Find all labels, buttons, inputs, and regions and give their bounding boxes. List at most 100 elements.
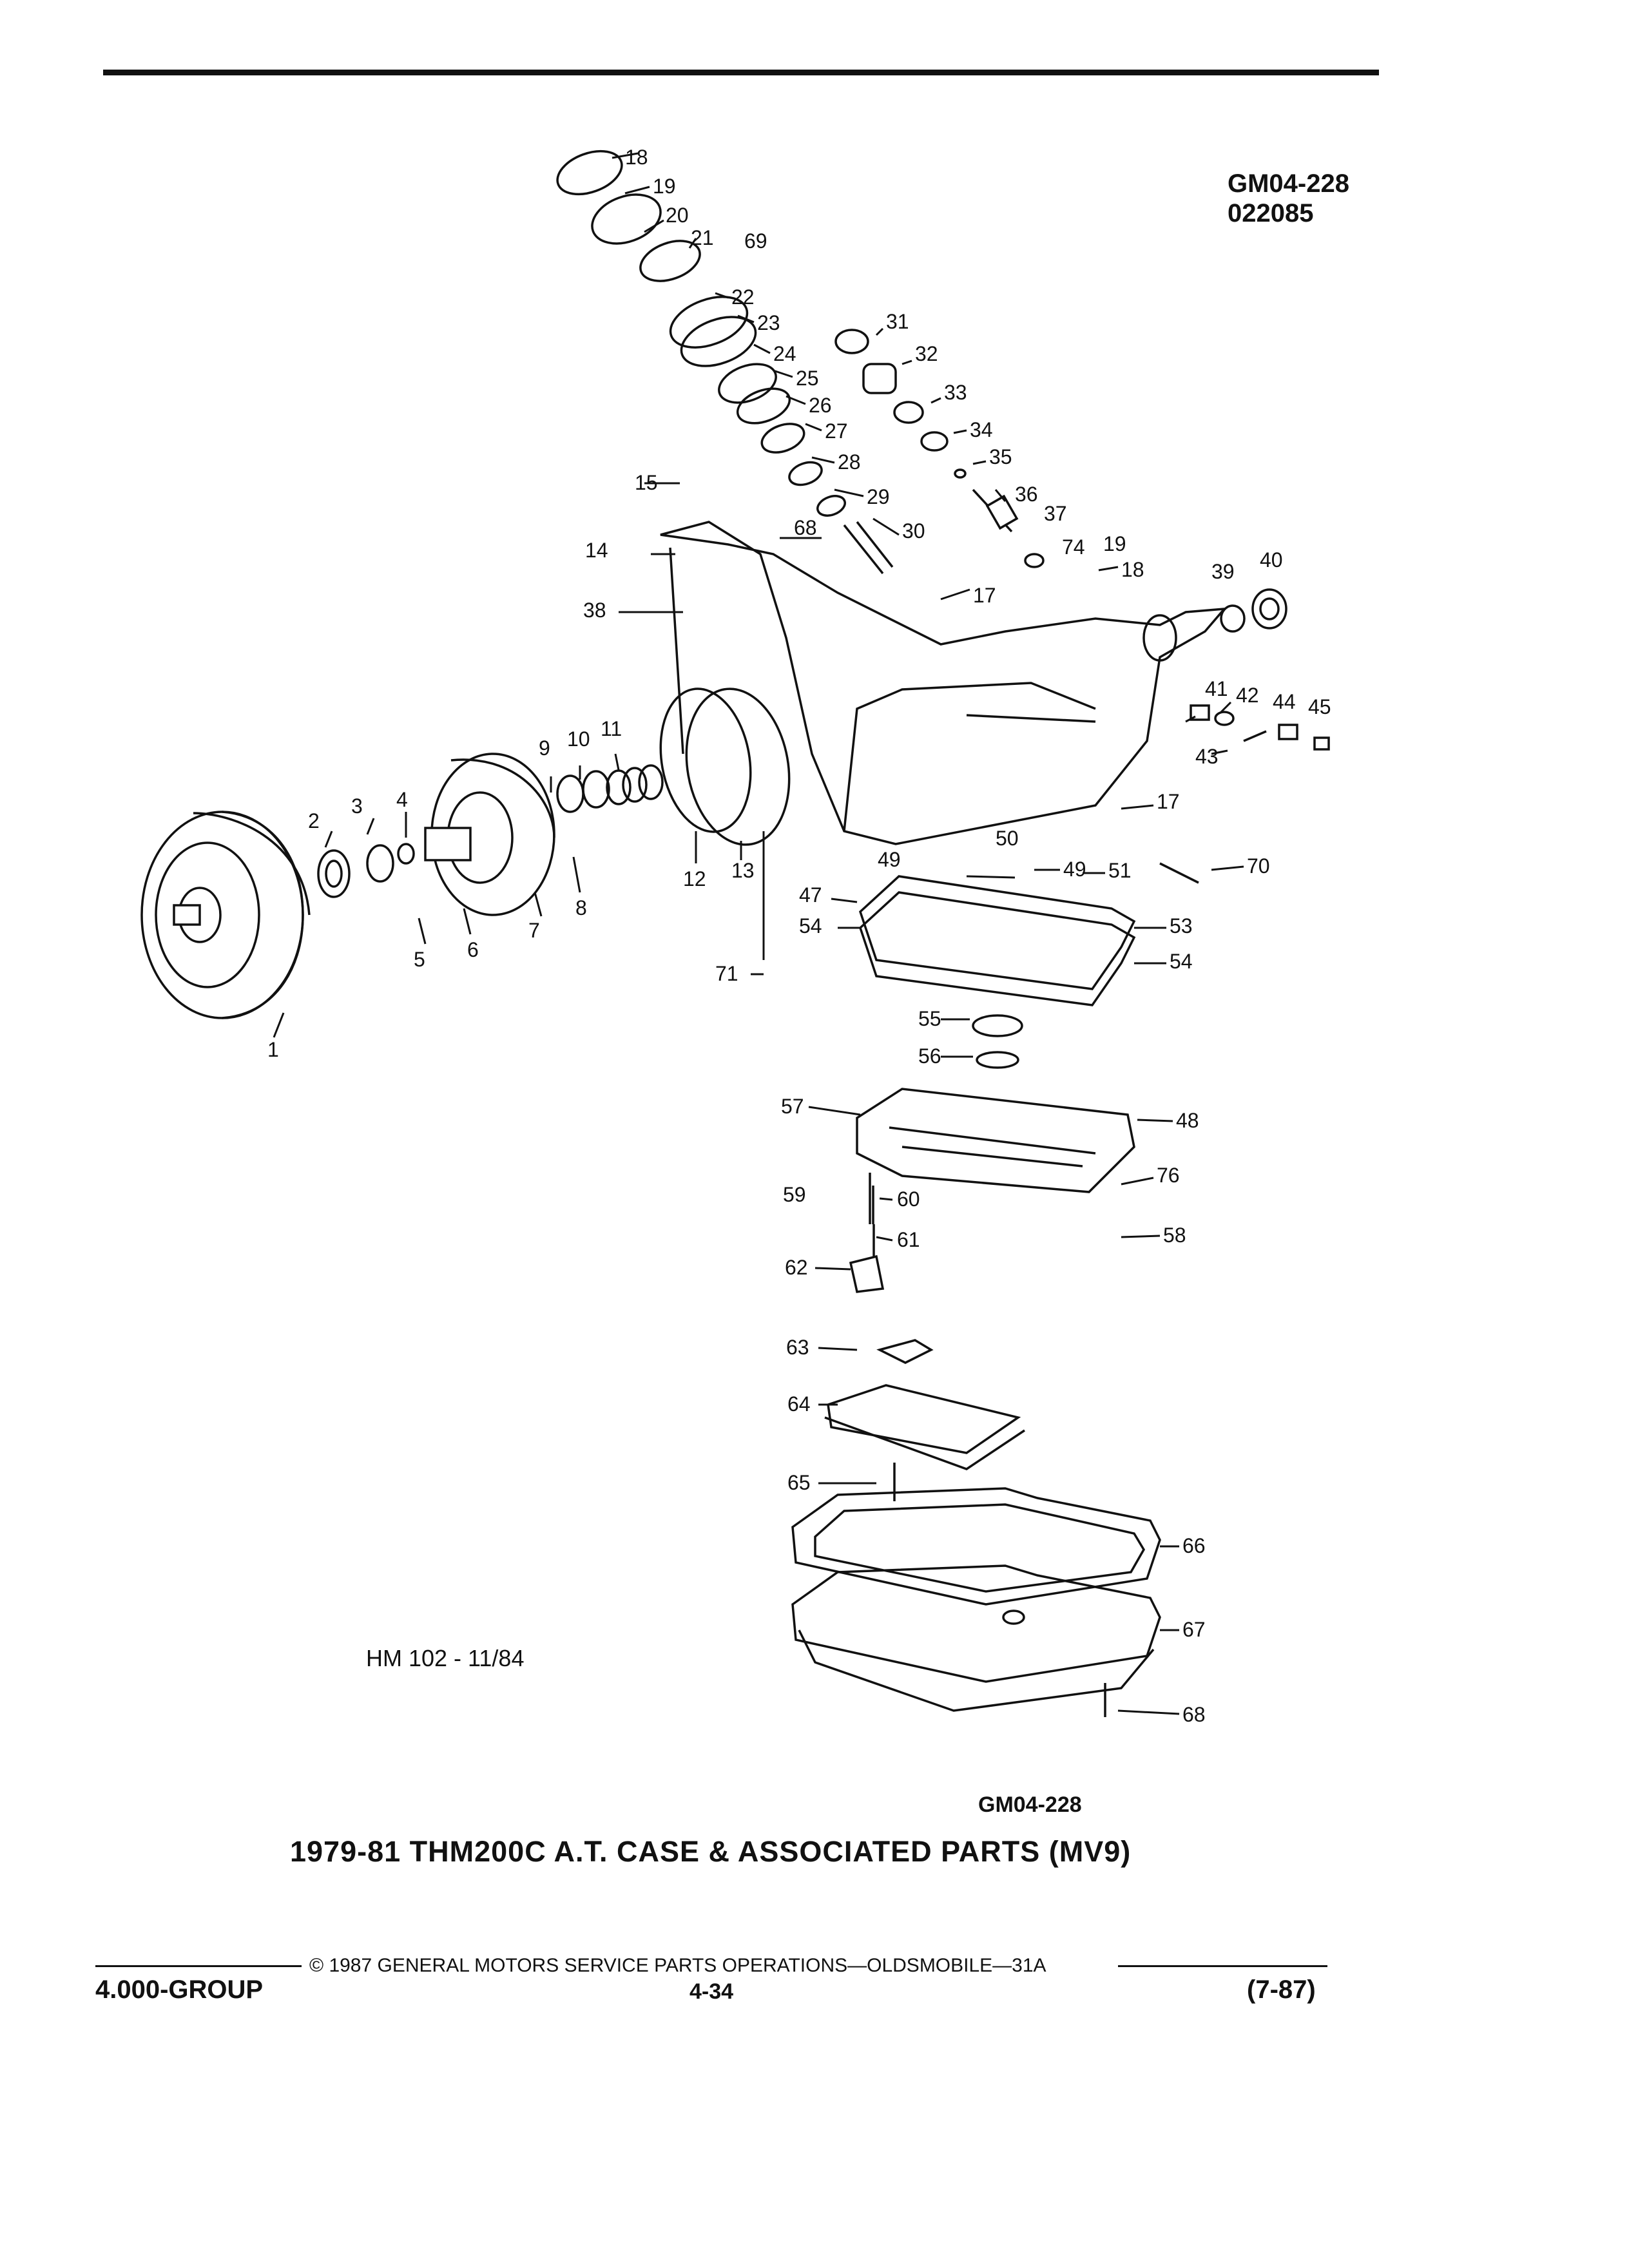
valve-body-small-parts — [849, 1173, 885, 1293]
callout-label: 54 — [799, 914, 822, 937]
callout-label: 65 — [787, 1471, 811, 1494]
callout-label: 37 — [1044, 502, 1067, 525]
callout-label: 59 — [783, 1183, 806, 1206]
callout-label: 21 — [691, 226, 714, 249]
pan-gasket-part — [791, 1487, 1161, 1606]
transmission-case-part — [660, 521, 1228, 845]
callout-label: 17 — [973, 584, 996, 607]
servo-stack-parts — [556, 149, 894, 575]
callout-label: 69 — [744, 229, 767, 253]
callout-label: 14 — [585, 539, 608, 562]
callout-label: 48 — [1176, 1109, 1199, 1132]
callout-label: 10 — [567, 727, 590, 751]
callout-label: 13 — [731, 859, 755, 882]
callout-label: 32 — [915, 342, 938, 365]
callout-label: 34 — [970, 418, 993, 441]
callout-label: 49 — [1063, 858, 1086, 881]
callout-label: 68 — [1182, 1703, 1206, 1726]
callout-label: 58 — [1163, 1224, 1186, 1247]
group-number: 4.000-GROUP — [95, 1975, 264, 2004]
callout-label: 36 — [1015, 483, 1038, 506]
reference-note: HM 102 - 11/84 — [366, 1645, 525, 1671]
callout-label: 63 — [786, 1336, 809, 1359]
callout-label: 11 — [601, 717, 622, 740]
valve-body-spacer-plates — [858, 875, 1136, 1006]
callout-label: 66 — [1182, 1534, 1206, 1557]
callout-label: 1 — [267, 1038, 279, 1061]
callout-label: 27 — [825, 419, 848, 443]
callout-label: 45 — [1308, 695, 1331, 718]
callout-label: 6 — [467, 938, 479, 961]
callout-label: 49 — [878, 848, 901, 871]
callout-label: 19 — [1103, 532, 1126, 555]
callout-label: 26 — [809, 394, 832, 417]
callout-label: 30 — [902, 519, 925, 543]
callout-label: 41 — [1205, 677, 1228, 700]
figure-date-code: 022085 — [1228, 199, 1314, 227]
callout-label: 8 — [575, 896, 587, 919]
callout-label: 15 — [635, 471, 658, 494]
callout-label: 60 — [897, 1187, 920, 1211]
callout-label: 44 — [1273, 690, 1296, 713]
oil-pump-part — [424, 753, 555, 916]
callout-label: 43 — [1195, 745, 1219, 768]
callout-label: 24 — [773, 342, 796, 365]
copyright-text: © 1987 GENERAL MOTORS SERVICE PARTS OPER… — [309, 1955, 1046, 1976]
filter-seal-parts — [972, 1014, 1023, 1069]
pump-seal-rings — [556, 764, 664, 813]
top-rule — [103, 70, 1379, 75]
callout-label: 18 — [625, 146, 648, 169]
callout-label: 17 — [1157, 790, 1180, 813]
footer-rule-right — [1118, 1965, 1327, 1967]
footer-rule-left — [95, 1965, 302, 1967]
callout-label: 68 — [794, 516, 817, 539]
callout-label: 39 — [1211, 560, 1235, 583]
callout-label: 29 — [867, 485, 890, 508]
callout-label: 51 — [1108, 859, 1132, 882]
callout-label: 23 — [757, 311, 780, 334]
figure-code: GM04-228 — [1228, 169, 1349, 198]
callout-label: 18 — [1121, 558, 1144, 581]
callout-label: 40 — [1260, 548, 1283, 572]
governor-side-parts — [1159, 704, 1330, 884]
torque-converter-part — [140, 811, 311, 1019]
callout-label: 35 — [989, 445, 1012, 468]
callout-label: 57 — [781, 1095, 804, 1118]
callout-label: 25 — [796, 367, 819, 390]
callout-label: 22 — [731, 285, 755, 309]
figure-code-bottom: GM04-228 — [978, 1792, 1082, 1817]
callout-label: 3 — [351, 794, 363, 818]
callout-label: 74 — [1062, 535, 1085, 559]
callout-label: 53 — [1170, 914, 1193, 937]
front-seal-parts — [317, 843, 415, 898]
output-seal-parts — [1220, 588, 1287, 633]
callout-labels: 18 19 20 21 69 22 23 24 25 26 27 28 29 3… — [267, 146, 1331, 1726]
callout-label: 42 — [1236, 684, 1259, 707]
callout-label: 62 — [785, 1256, 808, 1279]
page-number: 4-34 — [689, 1979, 734, 2004]
callout-label: 64 — [787, 1392, 811, 1416]
revision-date: (7-87) — [1247, 1975, 1316, 2004]
callout-label: 50 — [996, 827, 1019, 850]
accumulator-parts — [834, 329, 1045, 568]
callout-label: 71 — [715, 962, 738, 985]
callout-label: 55 — [918, 1007, 941, 1030]
valve-body-part — [856, 1088, 1135, 1193]
callout-label: 61 — [897, 1228, 920, 1251]
callout-label: 4 — [396, 788, 408, 811]
callout-label: 47 — [799, 883, 822, 907]
callout-label: 9 — [539, 736, 550, 760]
filter-parts — [824, 1339, 1025, 1470]
oil-pan-part — [791, 1564, 1161, 1683]
callout-label: 28 — [838, 450, 861, 474]
callout-label: 20 — [666, 204, 689, 227]
callout-label: 31 — [886, 310, 909, 333]
callout-label: 5 — [414, 948, 425, 971]
callout-label: 2 — [308, 809, 320, 832]
callout-label: 76 — [1157, 1164, 1180, 1187]
page-title: 1979-81 THM200C A.T. CASE & ASSOCIATED P… — [290, 1835, 1132, 1868]
callout-label: 33 — [944, 381, 967, 404]
callout-label: 7 — [528, 919, 540, 942]
callout-label: 54 — [1170, 950, 1193, 973]
